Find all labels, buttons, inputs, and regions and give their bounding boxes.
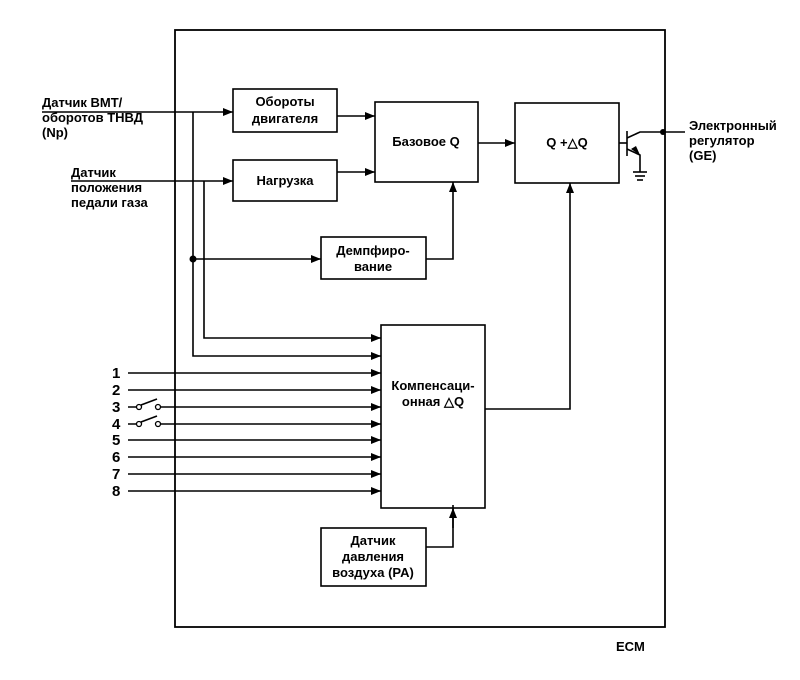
load-block [232, 159, 338, 202]
damping-line-2: вание [354, 259, 392, 274]
numbered-input-label-5: 5 [112, 432, 120, 449]
numbered-input-arrow-7 [371, 470, 381, 478]
output-line-2: регулятор [689, 133, 755, 148]
pressure-sensor-line-1: Датчик [351, 533, 396, 548]
numbered-input-arrow-1 [371, 369, 381, 377]
ecm-frame [174, 29, 666, 628]
numbered-input-label-4: 4 [112, 416, 121, 433]
numbered-input-arrow-6 [371, 453, 381, 461]
numbered-input-label-3: 3 [112, 399, 120, 416]
numbered-input-arrow-4 [371, 420, 381, 428]
numbered-input-arrow-8 [371, 487, 381, 495]
bmt-sensor-line-2: оборотов ТНВД [42, 110, 144, 125]
engine-speed-block [232, 88, 338, 133]
numbered-input-label-7: 7 [112, 466, 120, 483]
damping-line-1: Демпфиро- [336, 243, 410, 258]
switch-icon-3 [135, 398, 162, 411]
bmt-sensor-label: Датчик ВМТ/ оборотов ТНВД (Np) [42, 95, 144, 140]
numbered-input-arrow-2 [371, 386, 381, 394]
switch-icon-4 [135, 415, 162, 428]
damping-block [320, 236, 427, 280]
output-line-1: Электронный [689, 118, 777, 133]
engine-speed-line-1: Обороты [255, 94, 314, 109]
pedal-sensor-line-2: положения [71, 180, 142, 195]
q-delta-label: Q +△Q [546, 135, 587, 150]
pedal-sensor-line-1: Датчик [71, 165, 116, 180]
compensation-line-1: Компенсаци- [391, 378, 474, 393]
q-delta-block [514, 102, 620, 184]
pedal-sensor-line-3: педали газа [71, 195, 149, 210]
output-line-3: (GE) [689, 148, 716, 163]
damping-feed [189, 182, 457, 263]
compensation-line-2: онная △Q [402, 394, 464, 409]
pressure-sensor-block [320, 527, 427, 587]
numbered-input-label-6: 6 [112, 449, 120, 466]
numbered-input-label-2: 2 [112, 382, 120, 399]
bmt-sensor-line-3: (Np) [42, 125, 68, 140]
numbered-input-label-1: 1 [112, 365, 120, 382]
block-connections [337, 112, 574, 548]
pedal-signal-lines [71, 177, 381, 342]
output-label: Электронный регулятор (GE) [689, 118, 777, 163]
compensation-block [380, 324, 486, 509]
ecm-label: ECM [616, 639, 645, 654]
pressure-sensor-line-3: воздуха (PA) [332, 565, 414, 580]
output-transistor-icon [619, 129, 685, 181]
bmt-signal-lines [42, 108, 381, 360]
base-q-label: Базовое Q [392, 134, 460, 149]
pressure-sensor-line-2: давления [342, 549, 404, 564]
pedal-sensor-label: Датчик положения педали газа [71, 165, 149, 210]
base-q-block [374, 101, 479, 183]
numbered-input-arrow-5 [371, 436, 381, 444]
numbered-input-label-8: 8 [112, 483, 120, 500]
bmt-sensor-line-1: Датчик ВМТ/ [42, 95, 123, 110]
engine-speed-line-2: двигателя [252, 111, 318, 126]
numbered-input-arrow-3 [371, 403, 381, 411]
load-label: Нагрузка [256, 173, 314, 188]
